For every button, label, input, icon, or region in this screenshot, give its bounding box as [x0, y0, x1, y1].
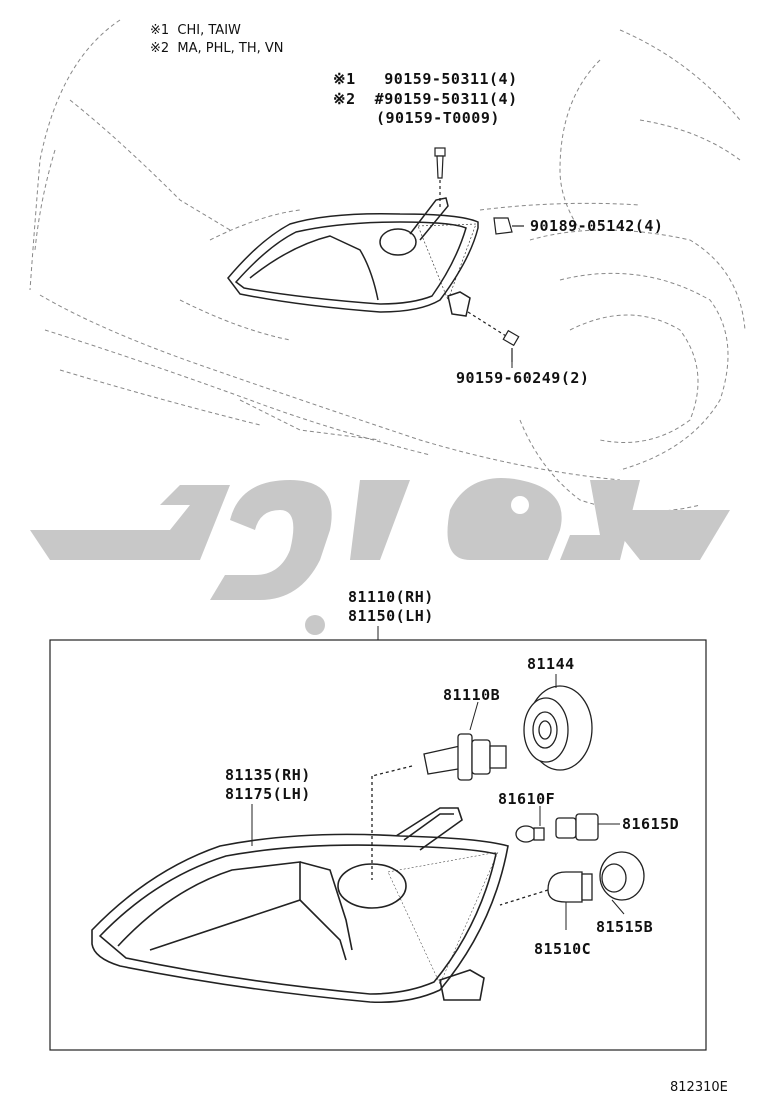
turn-socket-icon: [599, 851, 645, 901]
part-label-small-socket[interactable]: 81615D: [622, 815, 680, 833]
part-label-assy-rh[interactable]: 81110(RH): [348, 588, 434, 606]
part-label-clip[interactable]: 90189-05142(4): [530, 217, 664, 235]
small-bulb-icon: [515, 825, 545, 843]
part-label-screw-2[interactable]: ※2 #90159-50311(4): [333, 90, 518, 108]
part-label-housing-rh[interactable]: 81135(RH): [225, 766, 311, 784]
part-label-assy-lh[interactable]: 81150(LH): [348, 607, 434, 625]
part-label-screw-3[interactable]: (90159-T0009): [376, 109, 500, 127]
part-label-turn-socket[interactable]: 81515B: [596, 918, 654, 936]
part-label-small-bulb[interactable]: 81610F: [498, 790, 556, 808]
turn-bulb-icon: [499, 871, 593, 906]
bolt-icon: [467, 311, 520, 362]
diagram-code: 812310E: [670, 1080, 728, 1095]
socket-cover-icon: [523, 685, 593, 771]
car-body-outline: [29, 19, 746, 512]
region-note-2: ※2 MA, PHL, TH, VN: [150, 41, 284, 56]
screw-icon: [434, 147, 446, 210]
headlamp-upper: [227, 197, 479, 317]
leader-lines: [251, 225, 625, 930]
region-note-1: ※1 CHI, TAIW: [150, 23, 241, 38]
part-label-socket-cover[interactable]: 81144: [527, 655, 575, 673]
part-label-h4-bulb[interactable]: 81110B: [443, 686, 501, 704]
part-label-bolt[interactable]: 90159-60249(2): [456, 369, 590, 387]
part-label-screw-1[interactable]: ※1 90159-50311(4): [333, 70, 518, 88]
part-label-housing-lh[interactable]: 81175(LH): [225, 785, 311, 803]
watermark-logo: [30, 478, 730, 635]
small-socket-icon: [555, 813, 599, 841]
part-label-turn-bulb[interactable]: 81510C: [534, 940, 592, 958]
headlamp-lower: [91, 807, 509, 1004]
h4-bulb-icon: [371, 733, 507, 880]
